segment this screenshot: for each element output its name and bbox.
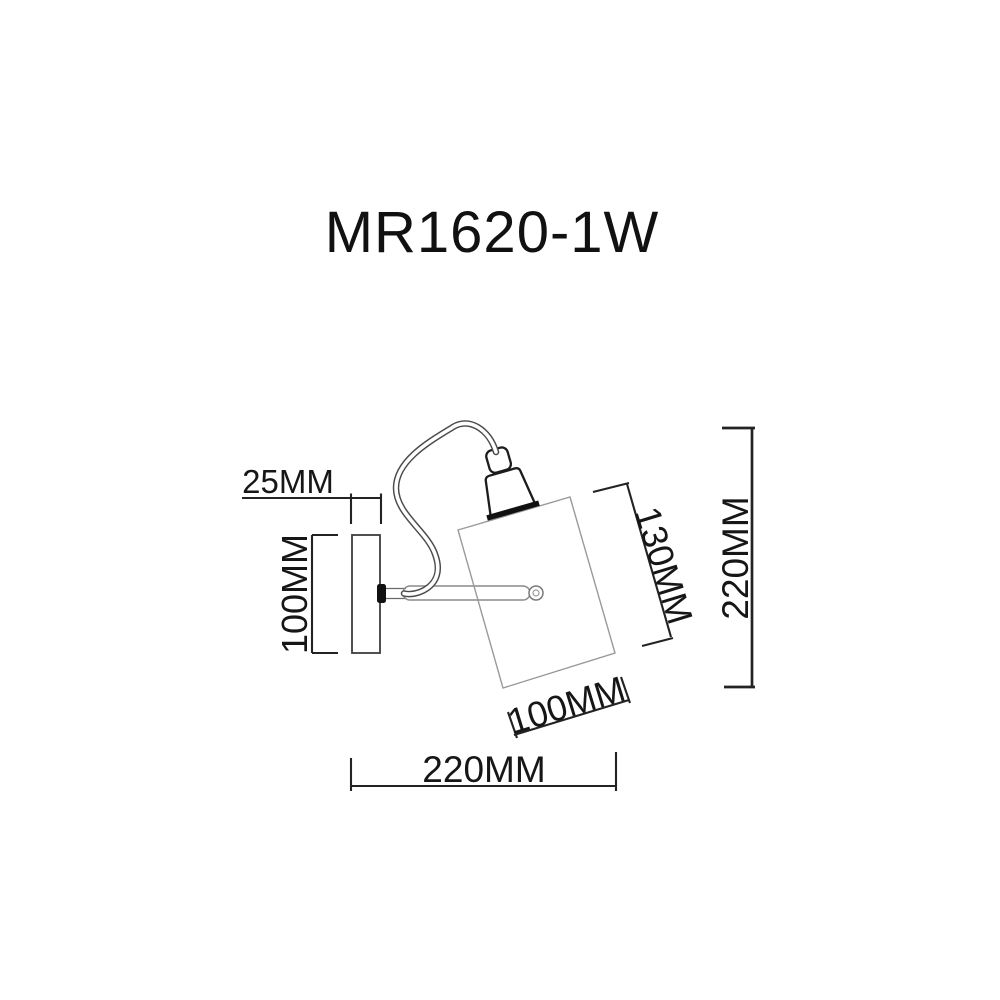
dim-plate-height: 100MM (274, 533, 338, 655)
dim-plate-thickness-lines (242, 493, 383, 524)
lamp-socket (484, 467, 537, 518)
lamp-shade (457, 496, 616, 689)
product-title: MR1620-1W (325, 200, 660, 265)
dim-shade-length: 130MM (592, 481, 701, 648)
lamp-socket-group (484, 446, 540, 521)
dim-shade-diameter-label: 100MM (503, 668, 630, 742)
dim-plate-height-label: 100MM (274, 534, 315, 654)
dim-overall-width-lines (349, 752, 618, 791)
power-cable (392, 420, 500, 598)
dim-shade-length-label: 130MM (627, 502, 701, 629)
dim-overall-height-label: 220MM (715, 496, 756, 619)
dim-shade-length-lines (592, 481, 674, 648)
dim-plate-thickness: 25MM (242, 463, 383, 524)
dim-overall-width: 220MM (349, 749, 618, 791)
dim-shade-diameter: 100MM (503, 668, 631, 742)
dim-plate-height-lines (310, 533, 338, 655)
dim-overall-width-label: 220MM (422, 749, 545, 790)
wall-mount-plate (351, 534, 381, 654)
cable-core (394, 421, 498, 596)
dim-plate-thickness-label: 25MM (242, 463, 334, 500)
arm-ball-joint (528, 585, 544, 601)
dim-overall-height-lines (722, 426, 755, 689)
ball-joint-inner (532, 589, 540, 597)
arm-stem (386, 587, 406, 600)
socket-collar (486, 500, 540, 521)
cable-outline (392, 420, 500, 598)
dim-overall-height: 220MM (715, 426, 756, 689)
arm-connector (377, 584, 386, 603)
dim-shade-diameter-lines (507, 676, 631, 739)
ball-joint-outer (528, 585, 544, 601)
